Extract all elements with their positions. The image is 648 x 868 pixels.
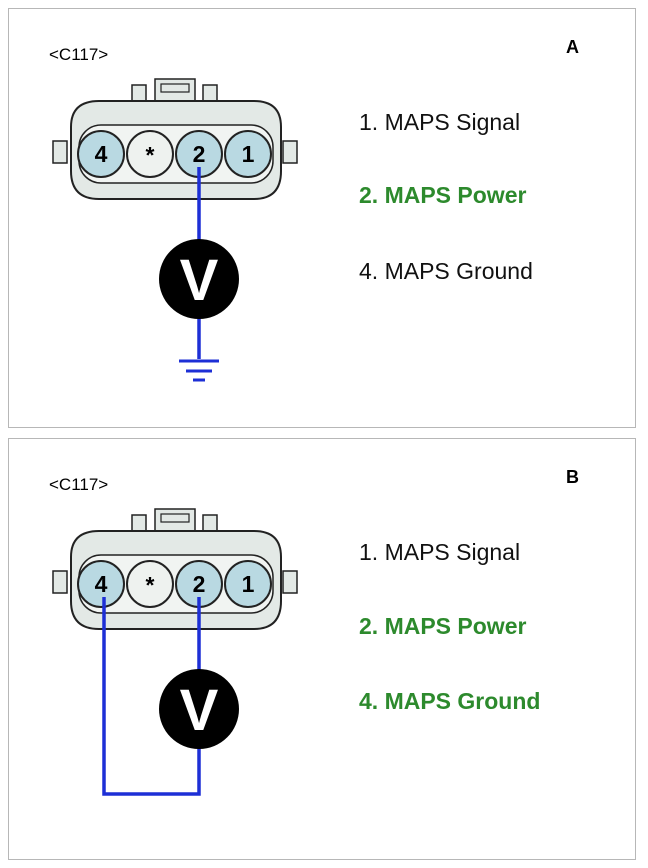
pin-4: 4 [77, 560, 125, 608]
pin-label: 4 [95, 571, 108, 597]
panel-letter: A [566, 37, 579, 57]
voltmeter-icon: V [159, 669, 239, 749]
voltmeter-label: V [180, 248, 219, 313]
pin-blank: * [126, 560, 174, 608]
pin-label: * [146, 142, 155, 168]
probe-wire-negative [102, 597, 201, 796]
connector-ear [282, 140, 298, 164]
legend-item-pin-1: 1. MAPS Signal [359, 539, 521, 565]
pin-label: 1 [242, 141, 255, 167]
connector-lock-inner [160, 513, 190, 523]
connector-ear [52, 140, 68, 164]
pin-1: 1 [224, 560, 272, 608]
pin-1: 1 [224, 130, 272, 178]
ground-icon [179, 359, 219, 382]
legend-item-pin-2: 2. MAPS Power [359, 182, 527, 208]
legend-item-pin-4: 4. MAPS Ground [359, 258, 533, 284]
legend-item-pin-2: 2. MAPS Power [359, 613, 527, 639]
voltmeter-icon: V [159, 239, 239, 319]
pin-2: 2 [175, 130, 223, 178]
panel-a: <C117> A 4 * 2 1 [8, 8, 636, 428]
legend-item-pin-1: 1. MAPS Signal [359, 109, 521, 135]
diagram-a: 4 * 2 1 V [52, 78, 298, 382]
pin-label: 4 [95, 141, 108, 167]
diagram-b: 4 * 2 1 V [52, 508, 298, 796]
connector-label: <C117> [49, 45, 109, 64]
connector-ear [282, 570, 298, 594]
pin-label: 1 [242, 571, 255, 597]
pin-4: 4 [77, 130, 125, 178]
connector-lock-inner [160, 83, 190, 93]
pin-label: 2 [193, 571, 206, 597]
connector-ear [52, 570, 68, 594]
pin-label: 2 [193, 141, 206, 167]
voltmeter-label: V [180, 678, 219, 743]
panel-letter: B [566, 467, 579, 487]
pin-label: * [146, 572, 155, 598]
pin-blank: * [126, 130, 174, 178]
connector-label: <C117> [49, 475, 109, 494]
panel-b: <C117> B 4 * 2 1 [8, 438, 636, 860]
legend-item-pin-4: 4. MAPS Ground [359, 688, 541, 714]
